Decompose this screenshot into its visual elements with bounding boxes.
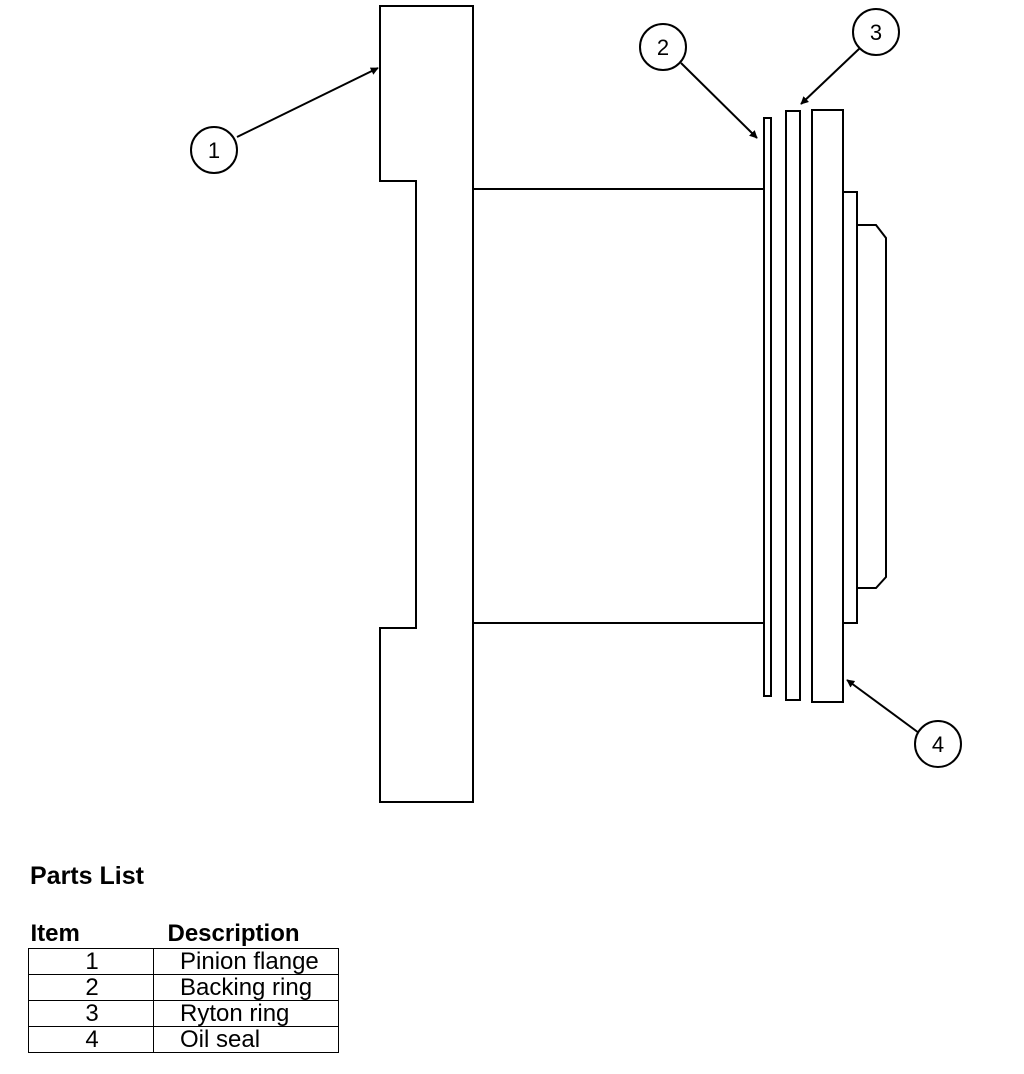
item-number: 3 (28, 1000, 154, 1027)
callout-3-label: 3 (870, 20, 882, 45)
table-row: 3 Ryton ring (28, 1000, 339, 1027)
oil-seal-lip (842, 191, 858, 624)
oil-seal-inner-lip (857, 224, 887, 589)
item-description: Pinion flange (153, 948, 339, 975)
table-row: 2 Backing ring (28, 974, 339, 1001)
item-description: Ryton ring (153, 1000, 339, 1027)
pinion-flange-shape (379, 5, 474, 803)
callout-1: 1 (190, 126, 238, 174)
parts-list-header-row: Item Description (29, 916, 339, 949)
leader-arrow-2 (680, 62, 758, 139)
item-number: 4 (28, 1026, 154, 1053)
callout-4-label: 4 (932, 732, 944, 757)
leader-arrow-1 (236, 67, 379, 138)
callout-3: 3 (852, 8, 900, 56)
table-row: 1 Pinion flange (28, 948, 339, 975)
parts-list-title: Parts List (30, 862, 144, 890)
backing-ring-shape (763, 117, 772, 697)
table-row: 4 Oil seal (28, 1026, 339, 1053)
callout-1-label: 1 (208, 138, 220, 163)
oil-seal-shape (811, 109, 844, 703)
parts-diagram: 1 2 3 4 (190, 5, 962, 803)
callout-2-label: 2 (657, 35, 669, 60)
item-number: 1 (28, 948, 154, 975)
callout-4: 4 (914, 720, 962, 768)
callout-2: 2 (639, 23, 687, 71)
leader-arrow-4 (846, 679, 920, 734)
item-column-header: Item (30, 920, 80, 947)
item-description: Oil seal (153, 1026, 339, 1053)
parts-list-table: Item Description 1 Pinion flange 2 Backi… (28, 916, 339, 1053)
ryton-ring-shape (785, 110, 801, 701)
item-number: 2 (28, 974, 154, 1001)
item-description: Backing ring (153, 974, 339, 1001)
description-column-header: Description (167, 920, 300, 947)
leader-arrow-3 (800, 47, 861, 105)
